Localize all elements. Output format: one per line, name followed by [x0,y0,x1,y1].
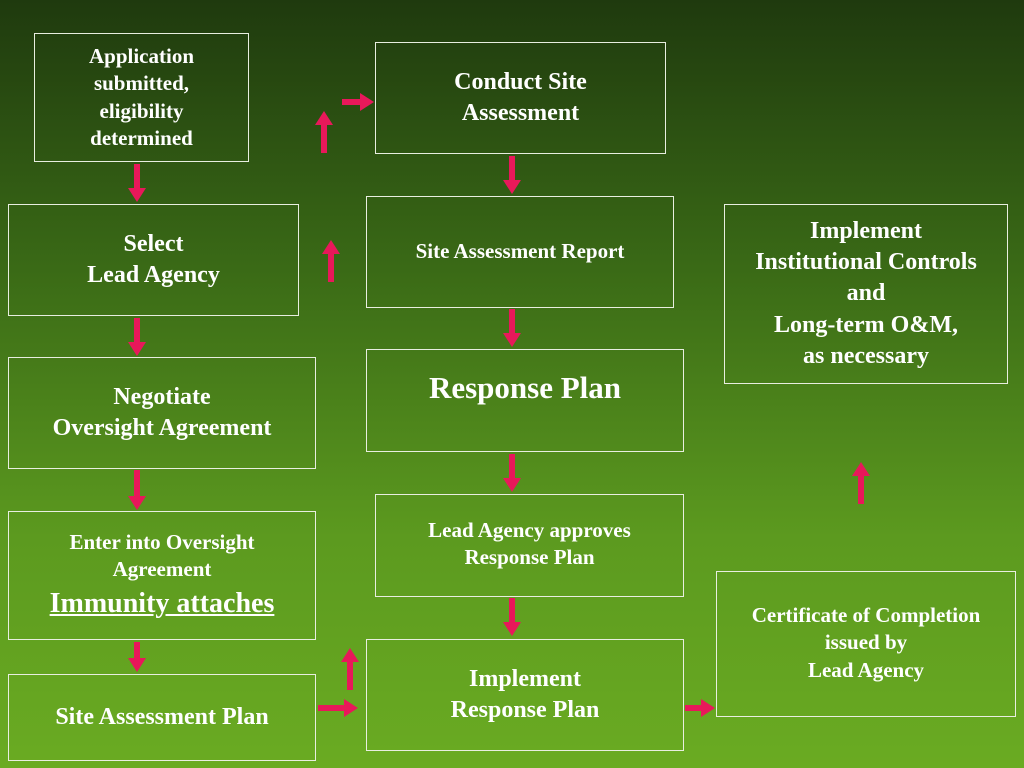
arrow-approves-to-implement [503,598,521,636]
approves-line-2: Response Plan [464,545,595,570]
conduct-line-1: Conduct Site [454,68,587,95]
negotiate-line-2: Oversight Agreement [52,415,272,441]
application-line-2: submitted, [93,71,190,96]
select-lead-agency-box: Select Lead Agency [8,204,299,316]
enter-line-1: Enter into Oversight [69,530,255,554]
arrow-up-upper [315,111,333,153]
arrow-right-to-conduct [342,93,374,111]
implement-line-2: Response Plan [450,697,600,724]
arrow-application-to-select [128,164,146,202]
application-line-4: determined [90,125,193,150]
arrow-certificate-to-institutional [852,462,870,504]
arrow-implement-to-certificate [685,699,715,717]
site-assessment-report-box: Site Assessment Report [366,196,674,308]
site-assessment-plan-text: Site Assessment Plan [55,703,269,730]
arrow-enter-to-plan [128,642,146,672]
site-assessment-plan-box: Site Assessment Plan [8,674,316,761]
implement-response-plan-box: Implement Response Plan [366,639,684,751]
arrow-up-lower [341,648,359,690]
institutional-line-2: Institutional Controls [755,249,977,276]
arrow-up-middle [322,240,340,282]
application-line-3: eligibility [99,98,184,123]
immunity-attaches-text: Immunity attaches [49,587,275,619]
certificate-of-completion-box: Certificate of Completion issued by Lead… [716,571,1016,717]
select-line-1: Select [123,230,184,257]
arrow-select-to-negotiate [128,318,146,356]
negotiate-box: Negotiate Oversight Agreement [8,357,316,469]
select-line-2: Lead Agency [87,262,220,288]
institutional-line-3: and [846,280,886,307]
application-line-1: Application [88,43,195,68]
institutional-line-4: Long-term O&M, [774,311,958,338]
arrow-negotiate-to-enter [128,470,146,510]
certificate-line-3: Lead Agency [807,657,925,682]
arrow-conduct-to-report [503,156,521,194]
institutional-line-5: as necessary [803,342,929,369]
response-plan-box: Response Plan [366,349,684,452]
certificate-line-2: issued by [824,630,908,655]
negotiate-line-1: Negotiate [113,383,211,410]
arrow-report-to-response [503,309,521,347]
conduct-line-2: Assessment [461,100,580,126]
certificate-line-1: Certificate of Completion [751,603,981,627]
lead-agency-approves-box: Lead Agency approves Response Plan [375,494,684,597]
conduct-site-assessment-box: Conduct Site Assessment [375,42,666,154]
enter-line-2: Agreement [112,557,212,582]
arrow-plan-to-implement [318,699,358,717]
enter-oversight-box: Enter into Oversight Agreement Immunity … [8,511,316,640]
institutional-controls-box: Implement Institutional Controls and Lon… [724,204,1008,384]
approves-line-1: Lead Agency approves [428,518,631,542]
implement-line-1: Implement [469,666,581,692]
arrow-response-to-approves [503,454,521,492]
response-plan-text: Response Plan [428,370,622,405]
institutional-line-1: Implement [810,218,922,245]
application-box: Application submitted, eligibility deter… [34,33,249,162]
site-report-text: Site Assessment Report [415,239,625,264]
